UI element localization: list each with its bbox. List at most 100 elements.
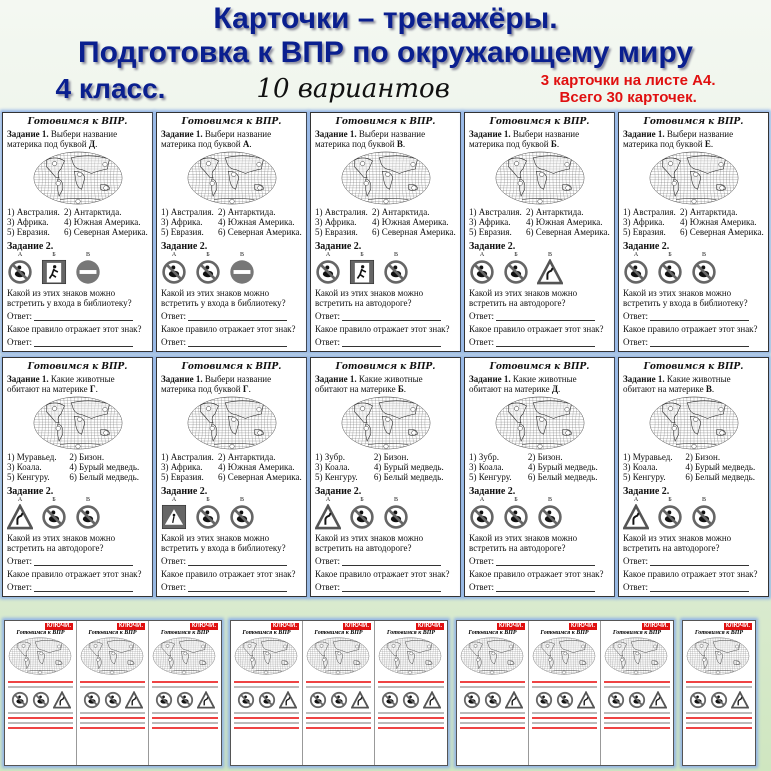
task1-label: Задание 1. <box>315 374 357 384</box>
no-dog-sign-icon <box>230 505 254 529</box>
answer-key-card: КЛЮЧИ.Готовимся к ВПР <box>683 621 755 765</box>
no-dog-sign-icon <box>162 260 186 284</box>
key-card-title: Готовимся к ВПР <box>160 630 210 636</box>
option-item: 6) Белый медведь. <box>373 472 444 482</box>
key-card-title: Готовимся к ВПР <box>694 630 744 636</box>
sign-letter: Б <box>514 497 518 503</box>
sign-letter: А <box>633 497 639 503</box>
sign-option: А <box>161 497 187 530</box>
option-item: 5) Евразия. <box>161 227 204 237</box>
crosswalk-sign-icon <box>161 504 187 530</box>
warning-sign-icon <box>52 691 71 709</box>
answer-line <box>188 338 287 347</box>
task1-label: Задание 1. <box>315 129 357 139</box>
task1-text: Задание 1. Выбери название материка под … <box>469 129 580 149</box>
answer-key-card: КЛЮЧИ.Готовимся к ВПР <box>149 621 221 765</box>
options-list: 1) Зубр.2) Бизон.3) Коала.4) Бурый медве… <box>469 452 610 482</box>
option-item: 2) Антарктида. <box>680 207 738 217</box>
world-map <box>495 151 584 205</box>
sign-option: В <box>229 252 255 285</box>
sign-option: А <box>469 252 495 285</box>
answer-label: Ответ: <box>315 582 341 592</box>
option-item: 3) Африка. <box>315 217 357 227</box>
sign-letter: А <box>479 497 485 503</box>
sign-option: В <box>383 252 409 285</box>
task1-text: Задание 1. Какие животные обитают на мат… <box>315 374 423 394</box>
card-title: Готовимся к ВПР. <box>27 362 128 372</box>
option-item: 3) Африка. <box>161 217 203 227</box>
warning-sign-icon <box>350 691 369 709</box>
no-phone-sign-icon <box>316 260 340 284</box>
worksheet-card: Готовимся к ВПР. Задание 1. Выбери назва… <box>2 112 153 352</box>
no-fire-sign-icon <box>155 691 173 709</box>
answer-line <box>650 312 749 321</box>
answer-row: Ответ: <box>315 311 456 321</box>
answer-row: Ответ: <box>161 556 302 566</box>
no-fire-sign-icon <box>237 691 254 709</box>
option-item: 1) Австралия. <box>7 207 60 217</box>
task1-question: Какие животные обитают на материке <box>7 374 115 394</box>
sign-question: Какой из этих знаков можно встретить на … <box>623 533 732 553</box>
option-item: 1) Австралия. <box>315 207 368 217</box>
answer-label: Ответ: <box>315 337 341 347</box>
answer-row: Ответ: <box>623 556 764 566</box>
task2-label: Задание 2. <box>469 241 516 252</box>
key-card-title: Готовимся к ВПР <box>314 630 363 636</box>
world-map <box>604 637 668 675</box>
option-item: 2) Антарктида. <box>218 452 276 462</box>
world-map <box>8 637 72 675</box>
rule-question: Какое правило отражает этот знак? <box>623 569 758 579</box>
sign-question: Какой из этих знаков можно встретить на … <box>7 533 116 553</box>
answer-key-card: КЛЮЧИ.Готовимся к ВПР <box>77 621 149 765</box>
task1-question: Выбери название материка под буквой <box>161 129 272 149</box>
answer-line <box>342 583 441 592</box>
option-item: 4) Бурый медведь. <box>685 462 756 472</box>
sign-option: В <box>537 252 563 285</box>
answer-label: Ответ: <box>623 337 649 347</box>
rule-question: Какое правило отражает этот знак? <box>623 324 758 334</box>
answer-label: Ответ: <box>469 311 495 321</box>
answer-label: Ответ: <box>469 582 495 592</box>
world-map <box>378 637 442 675</box>
card-collage: Готовимся к ВПР. Задание 1. Выбери назва… <box>2 112 769 597</box>
sign-question: Какой из этих знаков можно встретить у в… <box>161 533 286 553</box>
warning-sign-icon <box>731 691 749 709</box>
task1-letter: В <box>705 384 712 394</box>
option-item: 2) Антарктида. <box>372 207 430 217</box>
no-photo-sign-icon <box>484 691 501 709</box>
sign-option: А <box>623 252 649 285</box>
options-list: 1) Австралия.2) Антарктида.3) Африка.4) … <box>623 207 764 237</box>
option-item: 5) Евразия. <box>469 227 512 237</box>
option-item: 5) Евразия. <box>623 227 666 237</box>
sign-option: А <box>161 252 187 285</box>
answer-line <box>188 583 287 592</box>
no-fire-sign-icon <box>309 691 326 709</box>
answer-key-card: КЛЮЧИ.Готовимся к ВПР <box>529 621 601 765</box>
rule-question: Какое правило отражает этот знак? <box>161 569 296 579</box>
worksheet-card: Готовимся к ВПР. Задание 1. Выбери назва… <box>464 112 615 352</box>
sign-letter: В <box>701 497 706 503</box>
grade-label: 4 класс. <box>55 73 166 104</box>
options-list: 1) Австралия.2) Антарктида.3) Африка.4) … <box>469 207 610 237</box>
option-item: 4) Бурый медведь. <box>527 462 598 472</box>
square-sign-icon <box>349 259 375 285</box>
task1-text: Задание 1. Выбери название материка под … <box>7 129 118 149</box>
key-card-title: Готовимся к ВПР <box>16 630 65 636</box>
task2-label: Задание 2. <box>7 241 54 252</box>
sign-option: Б <box>503 252 529 285</box>
world-map <box>306 637 370 675</box>
sheet-info-line-1: 3 карточки на листе А4. <box>540 72 716 89</box>
warning-sign-icon <box>537 259 563 285</box>
answer-label: Ответ: <box>623 311 649 321</box>
sign-letter: В <box>393 252 398 258</box>
answer-line <box>496 583 595 592</box>
option-item: 3) Коала. <box>469 462 504 472</box>
answer-row: Ответ: <box>161 311 302 321</box>
answer-key-card: КЛЮЧИ.Готовимся к ВПР <box>5 621 77 765</box>
sign-option: В <box>75 252 101 285</box>
answer-row: Ответ: <box>469 311 610 321</box>
task1-text: Задание 1. Какие животные обитают на мат… <box>469 374 577 394</box>
